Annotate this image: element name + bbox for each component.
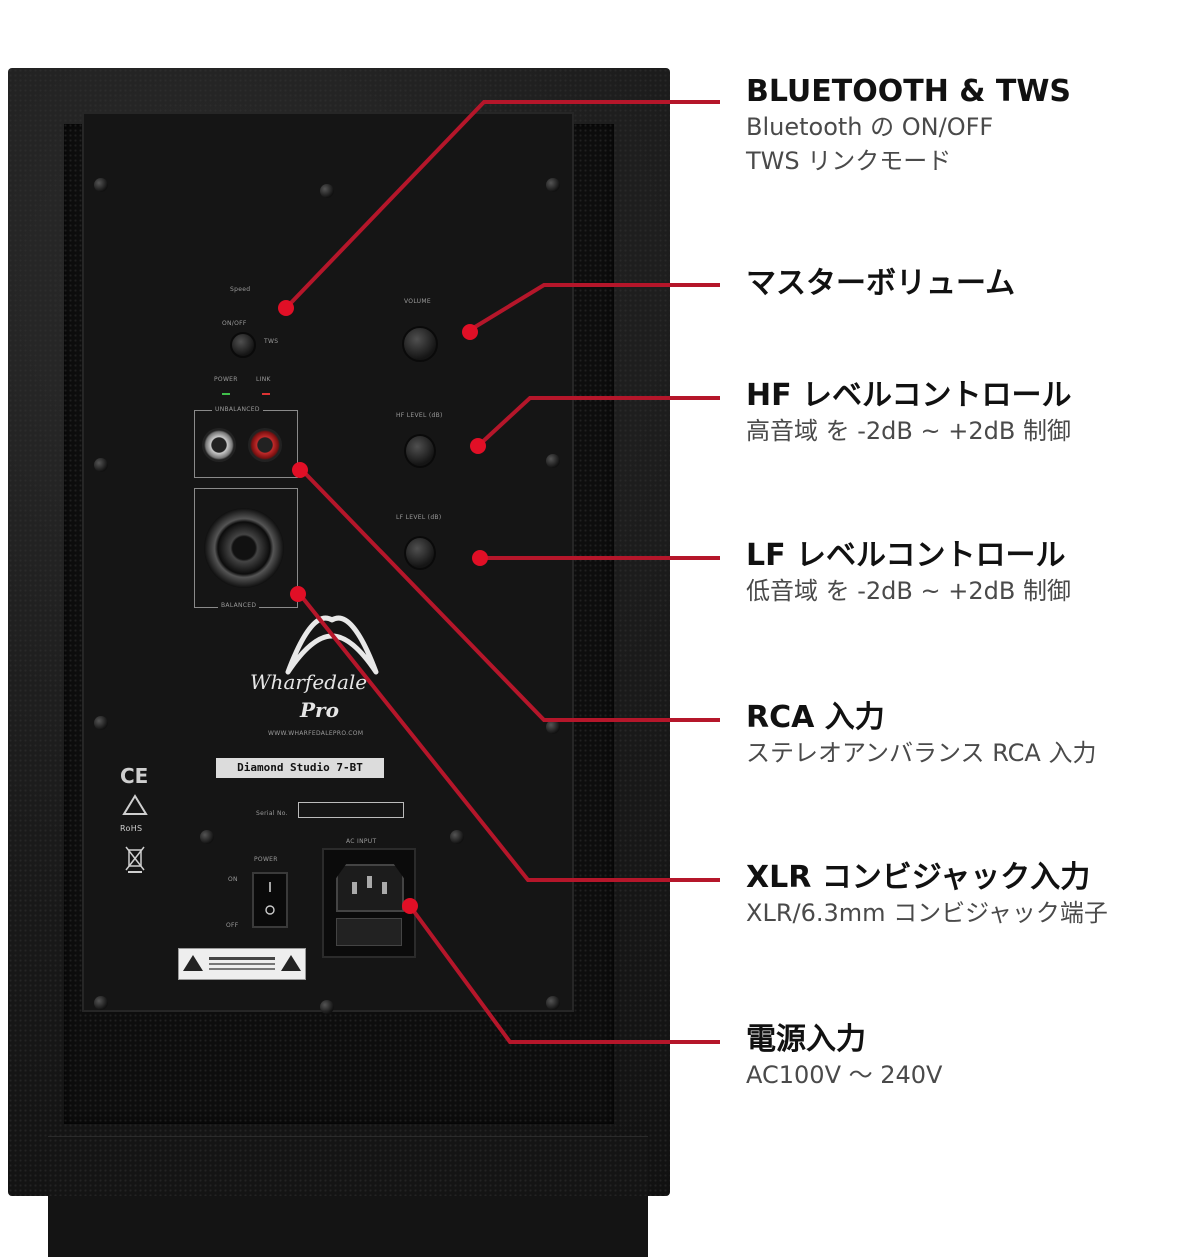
callout-desc-line: 高音域 を -2dB ~ +2dB 制御 bbox=[746, 417, 1071, 445]
switch-off-label: OFF bbox=[226, 922, 239, 929]
power-rocker-switch[interactable] bbox=[252, 872, 288, 928]
marker-hf bbox=[470, 438, 486, 454]
screw-icon bbox=[546, 720, 560, 734]
callout-xlr-input: XLR コンビジャック入力 XLR/6.3mm コンビジャック端子 bbox=[746, 860, 1108, 930]
marker-xlr bbox=[290, 586, 306, 602]
callout-master-volume: マスターボリューム bbox=[746, 266, 1015, 302]
leader-line-hf bbox=[476, 396, 720, 448]
hf-level-knob[interactable] bbox=[404, 434, 436, 468]
screw-icon bbox=[94, 178, 108, 192]
leader-line-rca bbox=[298, 466, 720, 722]
volume-knob[interactable] bbox=[402, 326, 438, 362]
bluetooth-button[interactable] bbox=[230, 332, 256, 358]
xlr-combo-jack[interactable] bbox=[204, 508, 284, 588]
iec-pin bbox=[352, 882, 357, 894]
screw-icon bbox=[200, 830, 214, 844]
balanced-label: BALANCED bbox=[218, 602, 260, 609]
brand-url: WWW.WHARFEDALEPRO.COM bbox=[268, 730, 364, 737]
model-name: Diamond Studio 7-BT bbox=[216, 758, 384, 778]
callout-lf-level: LF レベルコントロール 低音域 を -2dB ~ +2dB 制御 bbox=[746, 538, 1071, 608]
marker-lf bbox=[472, 550, 488, 566]
serial-label: Serial No. bbox=[256, 810, 288, 817]
callout-desc-line: Bluetooth の ON/OFF bbox=[746, 113, 994, 141]
lf-level-label: LF LEVEL (dB) bbox=[396, 514, 442, 521]
brand-script-text: Wharfedale bbox=[250, 670, 368, 694]
serial-number-box bbox=[298, 802, 404, 818]
leader-line-bluetooth bbox=[284, 100, 720, 310]
fuse-drawer bbox=[336, 918, 402, 946]
callout-desc-line: ステレオアンバランス RCA 入力 bbox=[746, 739, 1097, 767]
callout-desc-line: TWS リンクモード bbox=[746, 147, 952, 175]
tws-label: TWS bbox=[264, 338, 279, 345]
onoff-label: ON/OFF bbox=[222, 320, 247, 327]
rohs-mark: RoHS bbox=[120, 824, 143, 833]
callout-desc-line: XLR/6.3mm コンビジャック端子 bbox=[746, 899, 1108, 927]
callout-desc-line: AC100V ～ 240V bbox=[746, 1061, 943, 1089]
screw-icon bbox=[546, 996, 560, 1010]
iec-socket bbox=[336, 864, 404, 912]
leader-line-volume bbox=[468, 283, 720, 332]
callout-hf-level: HF レベルコントロール 高音域 を -2dB ~ +2dB 制御 bbox=[746, 378, 1071, 448]
screw-icon bbox=[320, 184, 334, 198]
leader-line-power bbox=[408, 904, 720, 1044]
screw-icon bbox=[450, 830, 464, 844]
callout-title: BLUETOOTH & TWS bbox=[746, 74, 1072, 109]
callout-title: マスターボリューム bbox=[746, 266, 1016, 301]
marker-volume bbox=[462, 324, 478, 340]
brand-pro-text: Pro bbox=[300, 698, 339, 722]
ce-mark: CE bbox=[120, 764, 149, 788]
callout-power-input: 電源入力 AC100V ～ 240V bbox=[746, 1022, 942, 1092]
screw-icon bbox=[320, 1000, 334, 1014]
wharfedale-logo-icon bbox=[285, 615, 379, 675]
callout-title: RCA 入力 bbox=[746, 700, 885, 735]
product-infographic: Speed ON/OFF TWS POWER LINK VOLUME HF LE… bbox=[8, 68, 1108, 1257]
link-led-label: LINK bbox=[256, 376, 271, 383]
power-led-indicator bbox=[222, 393, 230, 395]
callout-desc-line: 低音域 を -2dB ~ +2dB 制御 bbox=[746, 577, 1071, 605]
callout-title: HF レベルコントロール bbox=[746, 378, 1072, 413]
marker-rca bbox=[292, 462, 308, 478]
warning-label bbox=[178, 948, 306, 980]
rca-jack-right[interactable] bbox=[248, 428, 282, 462]
callout-title: XLR コンビジャック入力 bbox=[746, 860, 1091, 895]
speed-label: Speed bbox=[230, 286, 251, 293]
callout-rca-input: RCA 入力 ステレオアンバランス RCA 入力 bbox=[746, 700, 1096, 770]
callout-leader-lines bbox=[284, 100, 720, 1044]
power-led-label: POWER bbox=[214, 376, 238, 383]
unbalanced-label: UNBALANCED bbox=[212, 406, 263, 413]
screw-icon bbox=[94, 458, 108, 472]
link-led-indicator bbox=[262, 393, 270, 395]
iec-pin bbox=[367, 876, 372, 888]
callout-title: LF レベルコントロール bbox=[746, 538, 1066, 573]
ac-input-label: AC INPUT bbox=[346, 838, 377, 845]
leader-line-xlr bbox=[296, 590, 720, 882]
volume-label: VOLUME bbox=[404, 298, 431, 305]
iec-pin bbox=[382, 882, 387, 894]
rcm-triangle-icon bbox=[122, 794, 148, 815]
power-switch-label: POWER bbox=[254, 856, 278, 863]
screw-icon bbox=[546, 454, 560, 468]
power-symbol-icon bbox=[265, 882, 275, 915]
callout-title: 電源入力 bbox=[746, 1022, 866, 1057]
hf-level-label: HF LEVEL (dB) bbox=[396, 412, 443, 419]
weee-bin-icon bbox=[125, 846, 145, 873]
screw-icon bbox=[546, 178, 560, 192]
marker-power bbox=[402, 898, 418, 914]
marker-bluetooth bbox=[278, 300, 294, 316]
callout-bluetooth: BLUETOOTH & TWS Bluetooth の ON/OFF TWS リ… bbox=[746, 74, 1071, 178]
rca-jack-left[interactable] bbox=[202, 428, 236, 462]
screw-icon bbox=[94, 716, 108, 730]
switch-on-label: ON bbox=[228, 876, 238, 883]
screw-icon bbox=[94, 996, 108, 1010]
lf-level-knob[interactable] bbox=[404, 536, 436, 570]
warning-triangle-icon bbox=[183, 955, 301, 971]
